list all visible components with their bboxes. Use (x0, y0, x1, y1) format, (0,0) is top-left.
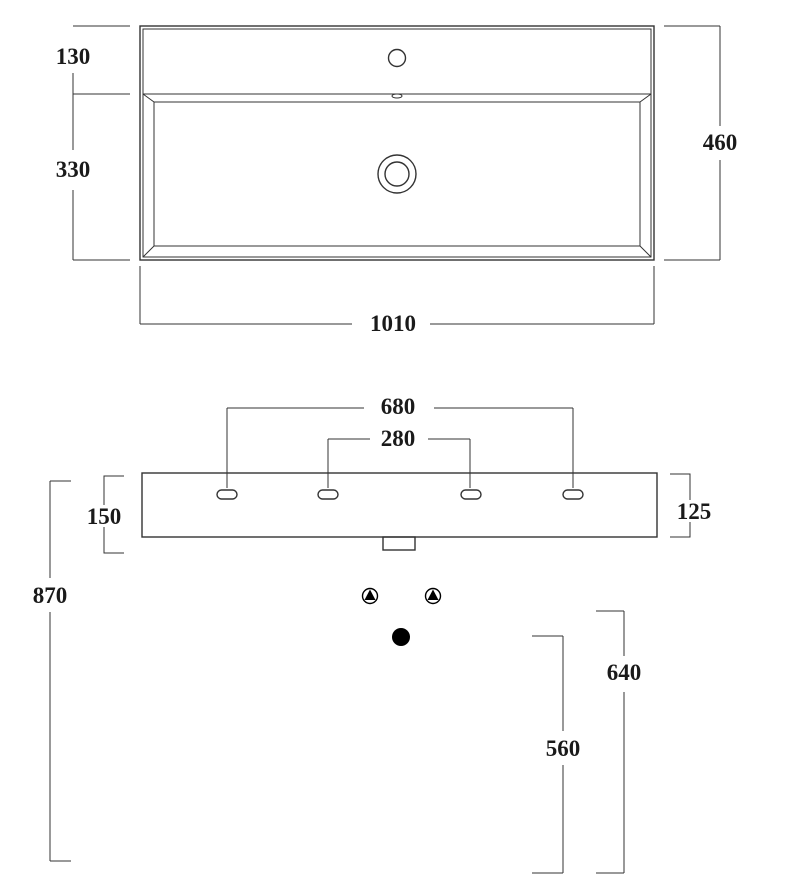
dim-label-560: 560 (546, 736, 581, 761)
dim-label-870: 870 (33, 583, 68, 608)
bowl-inner-edge (153, 101, 641, 247)
top-view: 130 330 460 1010 (56, 25, 738, 336)
bowl-chamfer-tr (639, 93, 652, 103)
drain-inner-ring (384, 161, 410, 187)
overflow-slot (391, 93, 403, 99)
bowl-chamfer-bl (142, 245, 155, 258)
dim-label-680: 680 (381, 394, 416, 419)
bowl-outer-edge (142, 93, 652, 258)
fixing-slot-3 (460, 489, 482, 500)
waste-outlet (382, 536, 416, 551)
dim-label-640: 640 (607, 660, 642, 685)
bowl-chamfer-tl (142, 93, 155, 103)
dim-125-label-bg (674, 500, 712, 522)
waste-connection-icon (392, 628, 410, 646)
fixing-slot-4 (562, 489, 584, 500)
water-supply-right-icon (424, 587, 442, 605)
dim-label-280: 280 (381, 426, 416, 451)
dim-label-1010: 1010 (370, 311, 416, 336)
water-supply-left-icon (361, 587, 379, 605)
dim-label-130: 130 (56, 44, 91, 69)
basin-inner-outline-top (142, 28, 652, 258)
dim-label-330: 330 (56, 157, 91, 182)
fixing-slot-2 (317, 489, 339, 500)
basin-front-body (141, 472, 658, 538)
dim-label-125: 125 (677, 499, 712, 524)
tap-hole (387, 48, 407, 68)
bowl-chamfer-br (639, 245, 652, 258)
dim-150-label-bg (88, 505, 124, 527)
basin-outline-top (139, 25, 655, 261)
fixing-slot-1 (216, 489, 238, 500)
front-view: 680 280 150 125 870 (33, 394, 712, 874)
dim-label-150: 150 (87, 504, 122, 529)
dim-label-460: 460 (703, 130, 738, 155)
drain-outer-ring (377, 154, 417, 194)
